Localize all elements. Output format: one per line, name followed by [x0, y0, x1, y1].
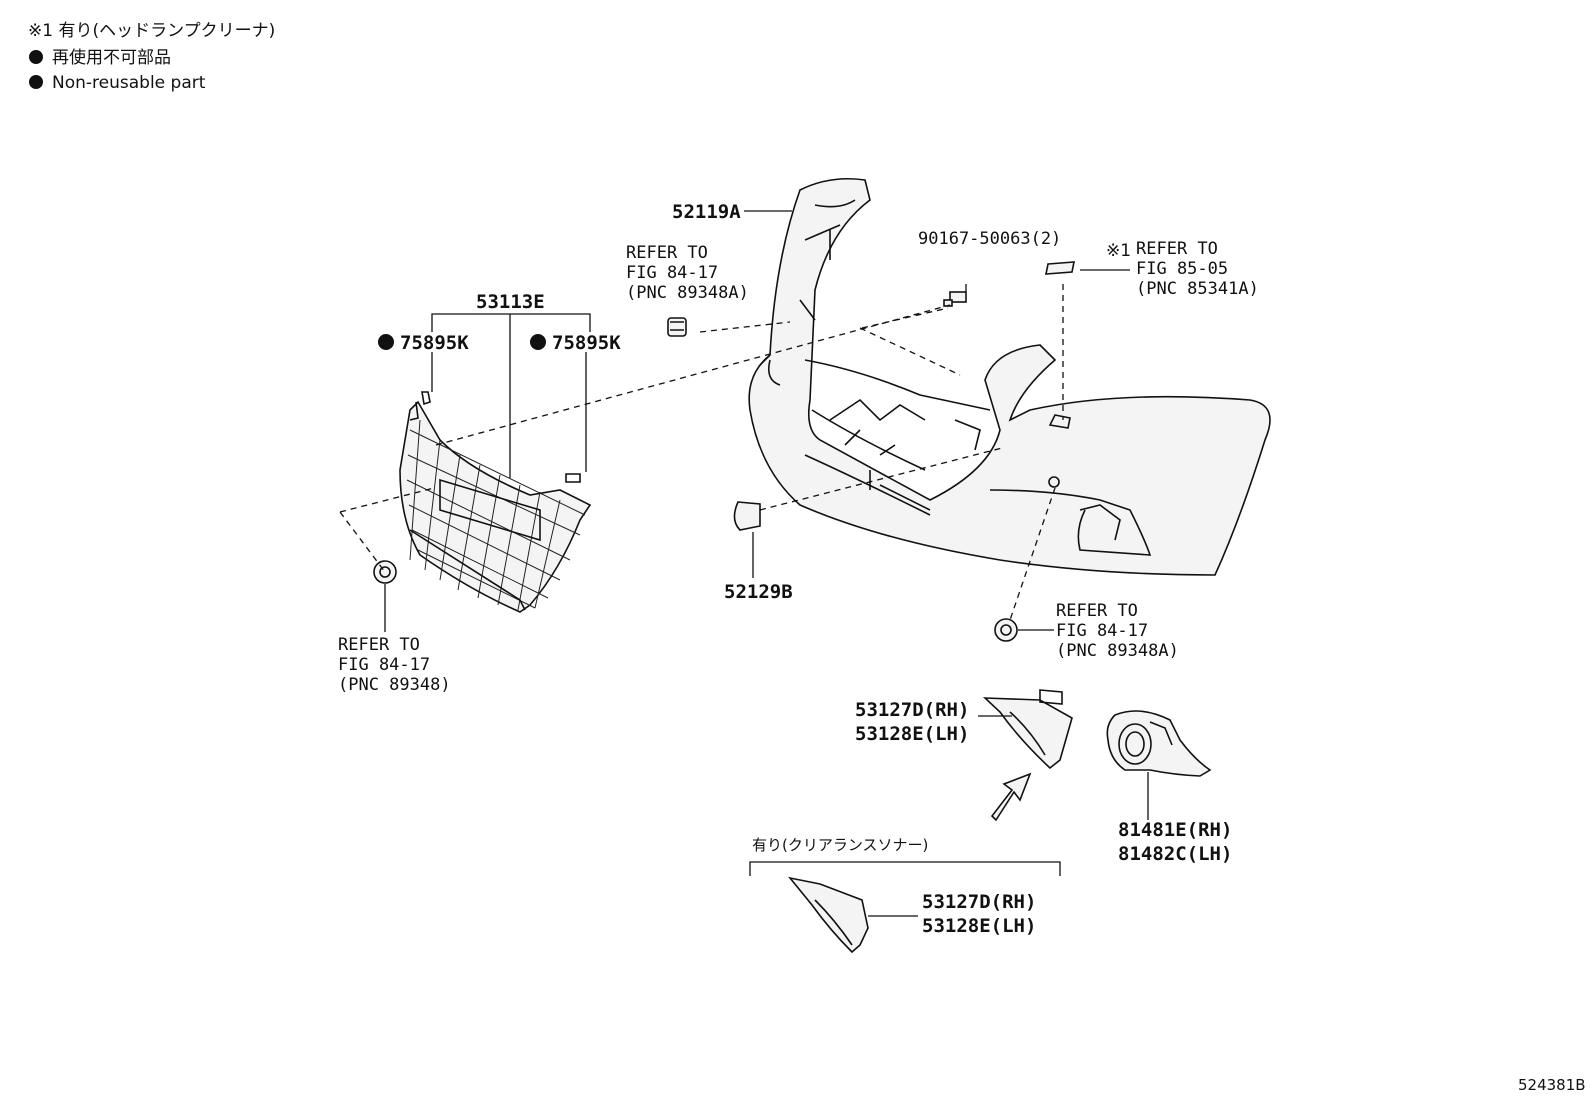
sonar-note: 有り(クリアランスソナー) — [752, 836, 928, 854]
refer-a-line2: FIG 84-17 — [626, 263, 718, 283]
emblem-drawing — [565, 473, 581, 483]
label-75895K-left: 75895K — [400, 332, 469, 354]
label-52119A: 52119A — [672, 201, 741, 223]
note-mark-1: ※1 — [1106, 241, 1131, 261]
leader-lines — [384, 210, 1149, 917]
bumper-bracket-drawing — [982, 689, 1073, 770]
refer-a-line3: (PNC 89348A) — [626, 283, 749, 303]
legend-nonreusable-jp: 再使用不可部品 — [52, 47, 171, 68]
figure-id: 524381B — [1518, 1076, 1586, 1094]
refer-c-line3: (PNC 89348) — [338, 675, 451, 695]
label-90167-50063: 90167-50063(2) — [918, 229, 1061, 249]
clip-drawing — [994, 618, 1018, 642]
label-75895K-right: 75895K — [552, 332, 621, 354]
label-53127D-rh: 53127D(RH) — [855, 699, 969, 721]
refer-b-line3: (PNC 85341A) — [1136, 279, 1259, 299]
non-reusable-bullet-icon — [29, 75, 43, 89]
refer-c-line2: FIG 84-17 — [338, 655, 430, 675]
part-labels: 52119A REFER TO FIG 84-17 (PNC 89348A) 9… — [338, 201, 1586, 1094]
legend-nonreusable-en: Non-reusable part — [52, 73, 206, 93]
relationship-lines — [339, 284, 1064, 621]
refer-b-line2: FIG 85-05 — [1136, 259, 1228, 279]
label-53128E-lh-sonar: 53128E(LH) — [922, 915, 1036, 937]
refer-b-line1: REFER TO — [1136, 239, 1218, 259]
radiator-grille-drawing — [399, 400, 592, 613]
label-81482C-lh: 81482C(LH) — [1118, 843, 1232, 865]
clip-drawing — [667, 317, 687, 337]
non-reusable-bullet-icon — [29, 50, 43, 64]
legend: ※1 有り(ヘッドランプクリーナ) 再使用不可部品 Non-reusable p… — [28, 21, 275, 93]
tow-hook-cover-drawing — [733, 501, 761, 531]
clip-drawing — [373, 560, 397, 584]
refer-a-line1: REFER TO — [626, 243, 708, 263]
label-81481E-rh: 81481E(RH) — [1118, 819, 1232, 841]
label-53113E: 53113E — [476, 291, 545, 313]
bolt-drawing — [943, 291, 967, 307]
refer-d-line1: REFER TO — [1056, 601, 1138, 621]
washer-cover-drawing — [1045, 261, 1075, 275]
label-52129B: 52129B — [724, 581, 793, 603]
non-reusable-bullet-icon — [530, 334, 546, 350]
label-53128E-lh: 53128E(LH) — [855, 723, 969, 745]
direction-arrow-icon — [990, 772, 1032, 822]
refer-d-line3: (PNC 89348A) — [1056, 641, 1179, 661]
label-53127D-rh-sonar: 53127D(RH) — [922, 891, 1036, 913]
legend-note-1: ※1 有り(ヘッドランプクリーナ) — [28, 21, 275, 41]
non-reusable-bullet-icon — [378, 334, 394, 350]
emblem-clip-drawing — [421, 391, 431, 406]
bumper-cover-drawing — [748, 177, 1271, 576]
refer-c-line1: REFER TO — [338, 635, 420, 655]
fog-lamp-bezel-drawing — [1106, 710, 1212, 777]
bumper-bracket-sonar-drawing — [787, 876, 869, 954]
refer-d-line2: FIG 84-17 — [1056, 621, 1148, 641]
